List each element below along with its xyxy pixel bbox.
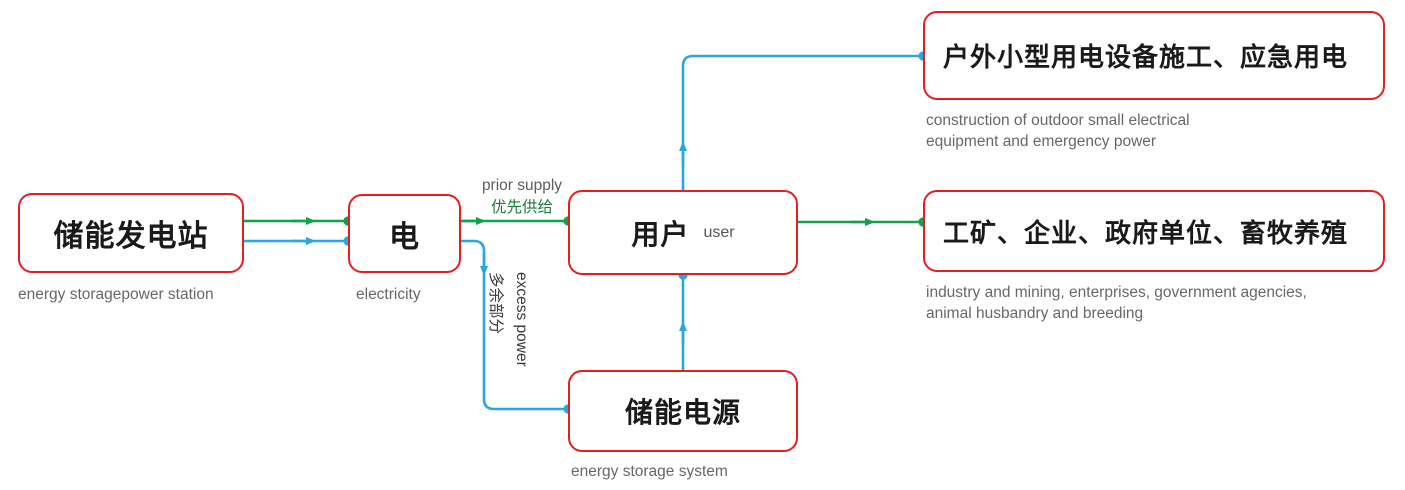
node-label-cn: 用户 [631,218,690,250]
node-label-cn: 储能发电站 [53,220,209,253]
node-electricity[interactable]: 电 [348,194,461,273]
node-outdoor-equipment[interactable]: 户外小型用电设备施工、应急用电 [923,11,1385,100]
node-label-cn: 电 [389,220,420,254]
caption-energy-storage-power-station: energy storagepower station [18,286,214,303]
edge-label-excess-power-cn: 多余部分 [487,272,504,335]
node-energy-storage-system[interactable]: 储能电源 [568,370,798,452]
edge-label-prior-supply-en: prior supply [481,177,563,194]
node-industry-enterprises[interactable]: 工矿、企业、政府单位、畜牧养殖 [923,190,1385,272]
wire-electricity-to-user-green [461,216,573,226]
edge-label-excess-power-en: excess power [513,272,530,367]
caption-outdoor-equipment: construction of outdoor small electrical… [926,112,1190,150]
caption-industry-enterprises: industry and mining, enterprises, govern… [926,284,1307,322]
node-label-cn: 户外小型用电设备施工、应急用电 [943,42,1349,72]
caption-electricity: electricity [356,286,421,303]
node-energy-storage-power-station[interactable]: 储能发电站 [18,193,244,273]
node-label-en: user [703,223,735,241]
wire-ess-to-user-blue [678,270,688,370]
wire-station-to-electricity-green [244,216,353,226]
wire-user-to-outdoor-blue [679,51,928,190]
wire-station-to-electricity-blue [244,236,353,246]
caption-energy-storage-system: energy storage system [571,463,728,480]
node-user[interactable]: 用户 user [568,190,798,275]
edge-label-prior-supply-cn: 优先供给 [490,199,553,216]
node-label-cn: 储能电源 [624,397,741,428]
wire-user-to-industry-green [798,217,928,227]
edge-label-prior-supply: prior supply 优先供给 [473,177,571,217]
node-label-cn: 工矿、企业、政府单位、畜牧养殖 [943,217,1349,248]
